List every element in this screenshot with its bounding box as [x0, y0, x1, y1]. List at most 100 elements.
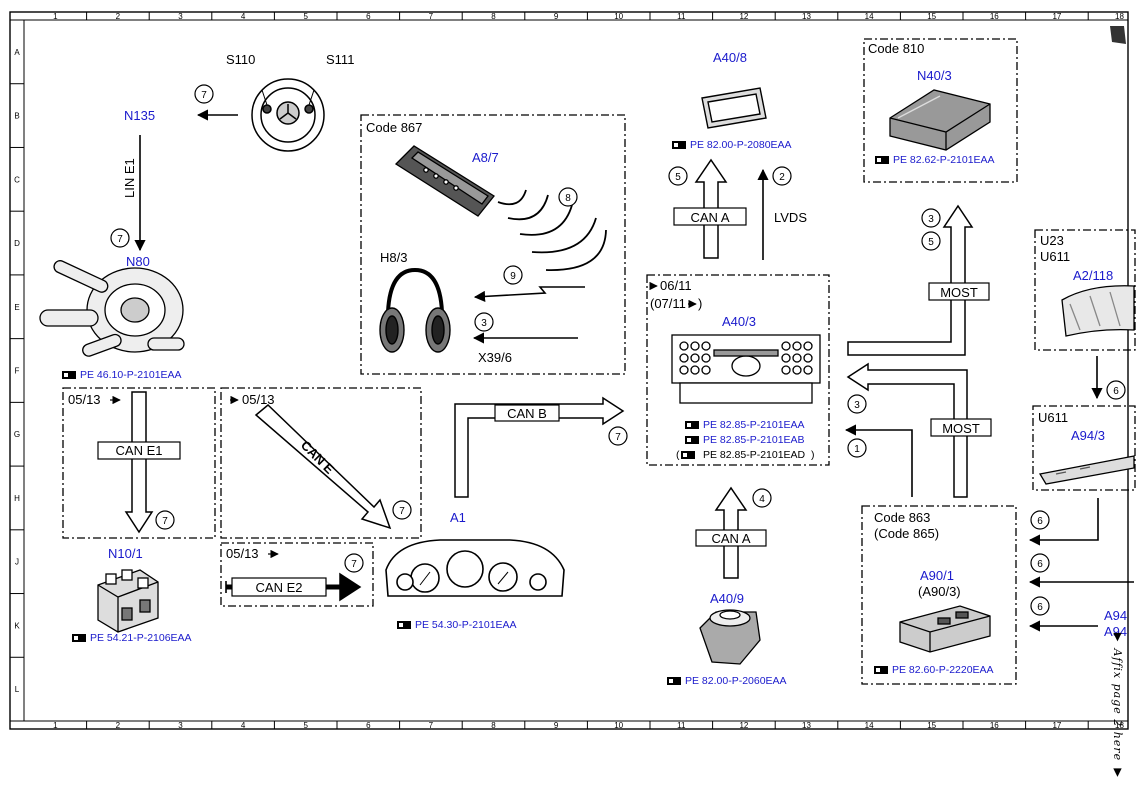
circled-marker: 6: [1106, 380, 1126, 400]
label-a40-8: A40/8: [713, 50, 747, 65]
column-label: 13: [802, 12, 811, 21]
column-label: 12: [739, 12, 748, 21]
ref-a40-3-2: PE 82.85-P-2101EAB: [703, 434, 805, 446]
circled-marker: 3: [847, 394, 867, 414]
page-corner-icon: [1110, 26, 1126, 44]
instrument-cluster-icon: [385, 539, 565, 597]
controller-icon: [699, 609, 761, 665]
row-label: B: [14, 112, 19, 121]
bus-label-can-e1: CAN E1: [116, 443, 163, 458]
column-label: 6: [366, 12, 371, 21]
label-code-810: Code 810: [868, 41, 924, 56]
column-label: 14: [865, 12, 874, 21]
label-a90-1: A90/1: [920, 568, 954, 583]
date-07-11: (07/11: [650, 296, 686, 311]
circled-marker: 7: [110, 228, 130, 248]
row-label: L: [15, 685, 20, 694]
column-label: 1: [53, 721, 58, 730]
svg-text:(: (: [676, 449, 680, 461]
column-label: 10: [614, 12, 623, 21]
row-label: F: [15, 367, 20, 376]
ref-a40-3-3: PE 82.85-P-2101EAD: [703, 449, 806, 461]
steering-column-switch-icon: [39, 260, 185, 357]
display-icon: [701, 87, 767, 129]
column-label: 18: [1115, 721, 1124, 730]
column-label: 9: [554, 12, 559, 21]
label-code-863: Code 863: [874, 510, 930, 525]
ref-a90: PE 82.60-P-2220EAA: [892, 664, 994, 676]
label-s110: S110: [226, 52, 255, 67]
label-a2-118: A2/118: [1073, 268, 1113, 283]
circled-marker: 3: [921, 208, 941, 228]
box-code-863: [861, 505, 1017, 685]
row-label: E: [14, 303, 19, 312]
circled-marker: 1: [847, 438, 867, 458]
remote-control-icon: [394, 145, 495, 217]
column-label: 2: [116, 12, 121, 21]
circled-marker: 6: [1030, 596, 1050, 616]
circled-marker: 7: [392, 500, 412, 520]
row-label: K: [14, 621, 20, 630]
label-n135: N135: [124, 108, 155, 123]
bus-label-most-bottom: MOST: [942, 421, 980, 436]
column-label: 11: [677, 721, 686, 730]
label-x39-6: X39/6: [478, 350, 512, 365]
reference-book-icon: [681, 451, 695, 459]
row-label: C: [14, 175, 20, 184]
amplifier-icon: [889, 89, 991, 151]
code-labels: Code 867 Code 810 Code 863 (Code 865) U2…: [366, 41, 1070, 541]
row-label: D: [14, 239, 20, 248]
svg-text:7: 7: [351, 559, 357, 570]
svg-text:6: 6: [1037, 516, 1043, 527]
svg-text:): ): [698, 296, 702, 311]
svg-text:5: 5: [675, 172, 681, 183]
label-a8-7: A8/7: [472, 150, 499, 165]
box-code-810: [863, 38, 1018, 183]
column-label: 16: [990, 12, 999, 21]
circled-marker: 9: [503, 265, 523, 285]
svg-text:2: 2: [779, 172, 785, 183]
svg-text:6: 6: [1037, 559, 1043, 570]
head-unit-icon: [671, 334, 821, 404]
ref-n40-3: PE 82.62-P-2101EAA: [893, 154, 995, 166]
column-label: 18: [1115, 12, 1124, 21]
label-n10-1: N10/1: [108, 546, 143, 561]
infrared-waves-icon: [497, 189, 607, 271]
label-h8-3: H8/3: [380, 250, 407, 265]
label-code-865: (Code 865): [874, 526, 939, 541]
column-label: 16: [990, 721, 999, 730]
column-label: 13: [802, 721, 811, 730]
column-label: 3: [178, 12, 183, 21]
column-labels: 1122334455667788991010111112121313141415…: [53, 12, 1124, 730]
circled-marker: 4: [752, 488, 772, 508]
reference-book-icon: [72, 634, 86, 642]
circled-marker: 7: [608, 426, 628, 446]
column-label: 3: [178, 721, 183, 730]
circled-marker: 2: [772, 166, 792, 186]
component-labels: S110 S111 N135 N80 N10/1 A1 A8/7 H8/3 X3…: [108, 50, 1127, 639]
box-u611: [1032, 405, 1136, 491]
module-a94-icon: [1038, 455, 1135, 485]
column-label: 5: [303, 721, 308, 730]
module-a90-icon: [899, 605, 991, 653]
column-label: 2: [116, 721, 121, 730]
circled-marker: 6: [1030, 510, 1050, 530]
date-05-13-b: 05/13: [242, 392, 275, 407]
label-u611-b: U611: [1038, 410, 1068, 425]
affix-page-note: ▼ Affix page 2 here ▼: [1111, 630, 1124, 780]
ref-a40-8: PE 82.00-P-2080EAA: [690, 139, 792, 151]
ref-a40-9: PE 82.00-P-2060EAA: [685, 675, 787, 687]
pe-references: PE 46.10-P-2101EAA PE 54.21-P-2106EAA PE…: [62, 139, 995, 687]
reference-book-icon: [875, 156, 889, 164]
column-label: 6: [366, 721, 371, 730]
ref-a40-3-1: PE 82.85-P-2101EAA: [703, 419, 805, 431]
box-code-867: [360, 114, 626, 375]
svg-text:): ): [811, 449, 815, 461]
column-label: 8: [491, 721, 496, 730]
label-a1: A1: [450, 510, 466, 525]
reference-book-icon: [874, 666, 888, 674]
bus-label-can-b: CAN B: [507, 406, 547, 421]
column-label: 9: [554, 721, 559, 730]
column-ticks: [86, 12, 1089, 729]
